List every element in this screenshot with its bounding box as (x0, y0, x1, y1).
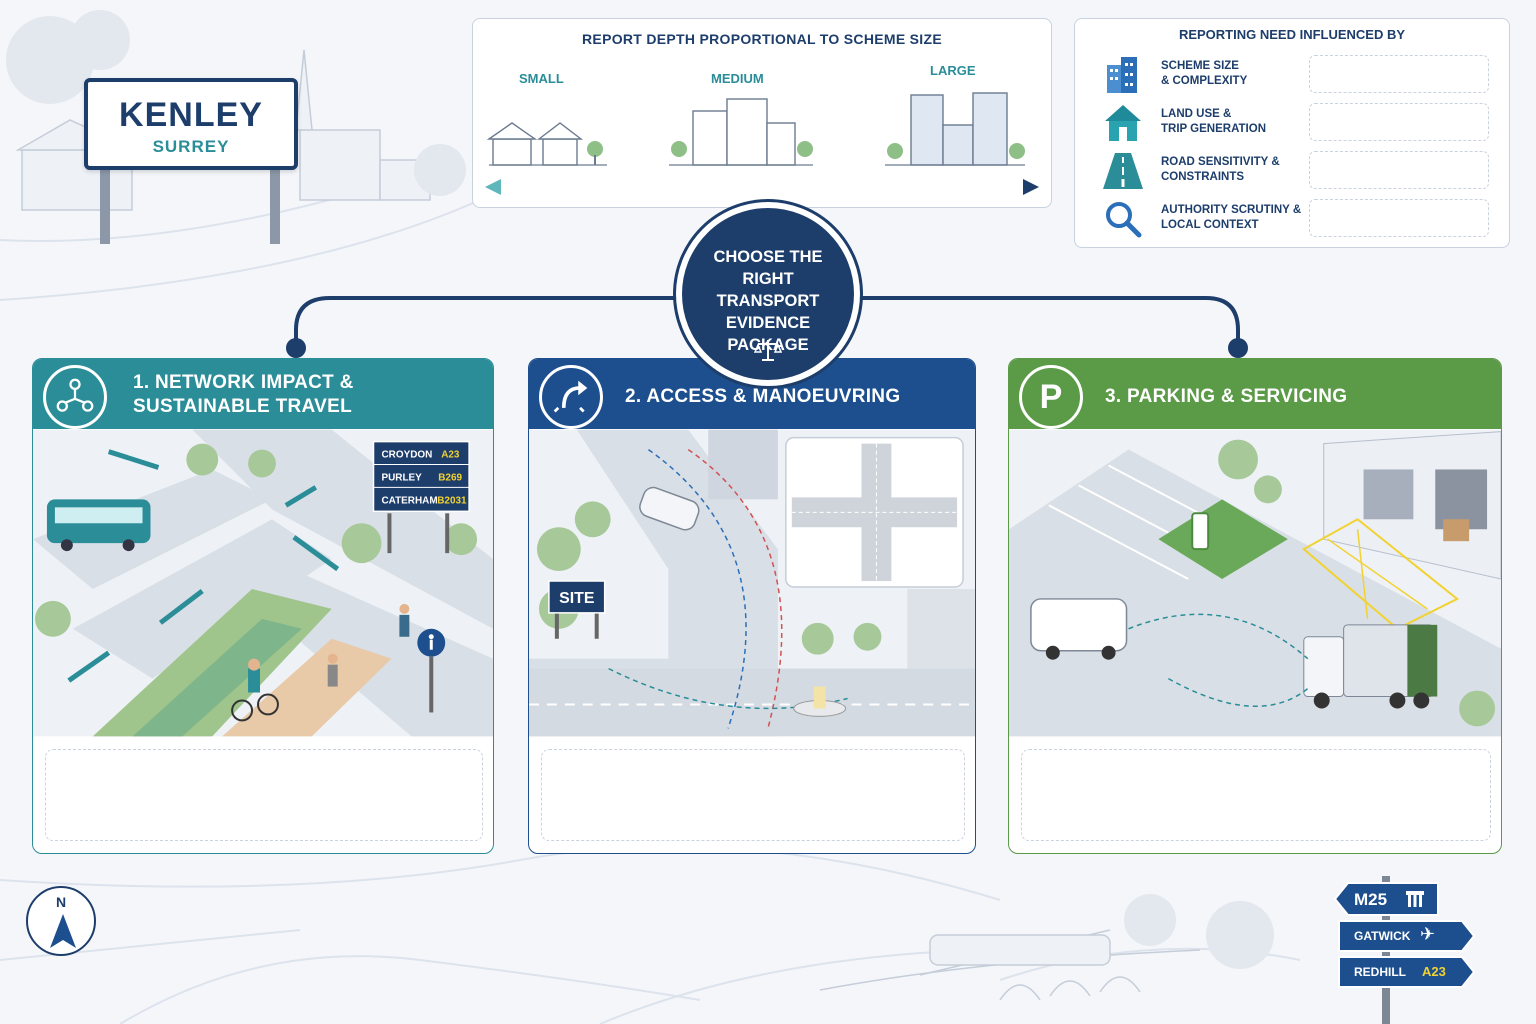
influence-label: LAND USE & TRIP GENERATION (1161, 108, 1266, 135)
influence-item-scheme-size: SCHEME SIZE & COMPLEXITY (1101, 55, 1491, 95)
influence-panel: REPORTING NEED INFLUENCED BY SCHEME SIZE… (1074, 18, 1510, 248)
town-sign: KENLEY SURREY (84, 78, 298, 170)
report-depth-panel: REPORT DEPTH PROPORTIONAL TO SCHEME SIZE… (472, 18, 1052, 208)
card-title: 2. ACCESS & MANOEUVRING (625, 386, 901, 407)
magnifier-icon (1106, 202, 1142, 238)
card-note-box (45, 749, 483, 841)
size-label-large: LARGE (930, 63, 976, 78)
ref-a23: A23 (441, 450, 460, 461)
direction-sign-gatwick (1338, 920, 1476, 952)
influence-title: REPORTING NEED INFLUENCED BY (1178, 27, 1406, 42)
access-illustration: SITE (529, 429, 975, 737)
parking-icon-letter: P (1039, 378, 1063, 416)
sign-redhill-ref: A23 (1422, 964, 1446, 979)
sign-redhill-label: REDHILL (1354, 965, 1406, 979)
central-hub: CHOOSE THE RIGHT TRANSPORT EVIDENCE PACK… (676, 202, 860, 386)
parking-icon: P (1019, 365, 1083, 429)
influence-label: SCHEME SIZE & COMPLEXITY (1161, 60, 1248, 87)
direction-sign-redhill (1338, 956, 1476, 988)
destination-purley: PURLEY (381, 472, 422, 483)
size-label-medium: MEDIUM (711, 71, 764, 86)
influence-label: ROAD SENSITIVITY & CONSTRAINTS (1161, 156, 1280, 183)
site-sign: SITE (559, 590, 594, 607)
influence-note-box (1309, 103, 1489, 141)
destination-sign: CROYDON A23 PURLEY B269 CATERHAM B2031 (372, 440, 470, 513)
destination-croydon: CROYDON (381, 450, 432, 461)
destination-caterham: CATERHAM (381, 495, 437, 506)
ref-b269: B269 (438, 472, 462, 483)
scheme-size-illustration (485, 92, 1039, 195)
influence-note-box (1309, 55, 1489, 93)
buildings-icon (1107, 57, 1137, 93)
compass-north-label: N (55, 894, 67, 910)
card-parking-servicing: P 3. PARKING & SERVICING (1008, 358, 1502, 854)
compass-arrow-icon (50, 914, 76, 948)
influence-label: AUTHORITY SCRUTINY & LOCAL CONTEXT (1161, 204, 1302, 231)
motorway-icon (1406, 891, 1424, 907)
card-access-manoeuvring: 2. ACCESS & MANOEUVRING SITE (528, 358, 976, 854)
influence-item-road-sensitivity: ROAD SENSITIVITY & CONSTRAINTS (1101, 151, 1491, 191)
road-icon (1103, 153, 1143, 189)
influence-item-authority-scrutiny: AUTHORITY SCRUTINY & LOCAL CONTEXT (1101, 199, 1491, 239)
town-name: KENLEY (119, 96, 263, 134)
card-header: 1. NETWORK IMPACT & SUSTAINABLE TRAVEL (33, 359, 493, 429)
influence-item-land-use: LAND USE & TRIP GENERATION (1101, 103, 1491, 143)
size-label-small: SMALL (519, 71, 564, 86)
cyclist-icon (231, 658, 279, 722)
card-header: P 3. PARKING & SERVICING (1009, 359, 1501, 429)
parking-illustration (1009, 429, 1501, 737)
scales-icon (754, 340, 782, 361)
hub-text: CHOOSE THE RIGHT TRANSPORT EVIDENCE PACK… (713, 248, 823, 354)
sign-post-right (270, 170, 280, 244)
county-name: SURREY (152, 137, 230, 156)
house-icon (1105, 105, 1141, 141)
card-note-box (541, 749, 965, 841)
sign-m25-label: M25 (1354, 890, 1388, 909)
sign-gatwick-label: GATWICK (1354, 929, 1411, 943)
influence-note-box (1309, 199, 1489, 237)
report-depth-title: REPORT DEPTH PROPORTIONAL TO SCHEME SIZE (582, 31, 942, 47)
plane-icon: ✈ (1420, 924, 1436, 944)
ref-b2031: B2031 (437, 495, 467, 506)
turn-arrow-icon (539, 365, 603, 429)
card-note-box (1021, 749, 1491, 841)
compass: N (26, 886, 96, 956)
pedestrian-icon (327, 603, 410, 687)
network-illustration: CROYDON A23 PURLEY B269 CATERHAM B2031 (33, 429, 493, 737)
network-icon (43, 365, 107, 429)
sign-post-left (100, 170, 110, 244)
card-network-impact: 1. NETWORK IMPACT & SUSTAINABLE TRAVEL (32, 358, 494, 854)
influence-note-box (1309, 151, 1489, 189)
card-title: 1. NETWORK IMPACT & SUSTAINABLE TRAVEL (133, 372, 354, 417)
card-title: 3. PARKING & SERVICING (1105, 386, 1348, 407)
